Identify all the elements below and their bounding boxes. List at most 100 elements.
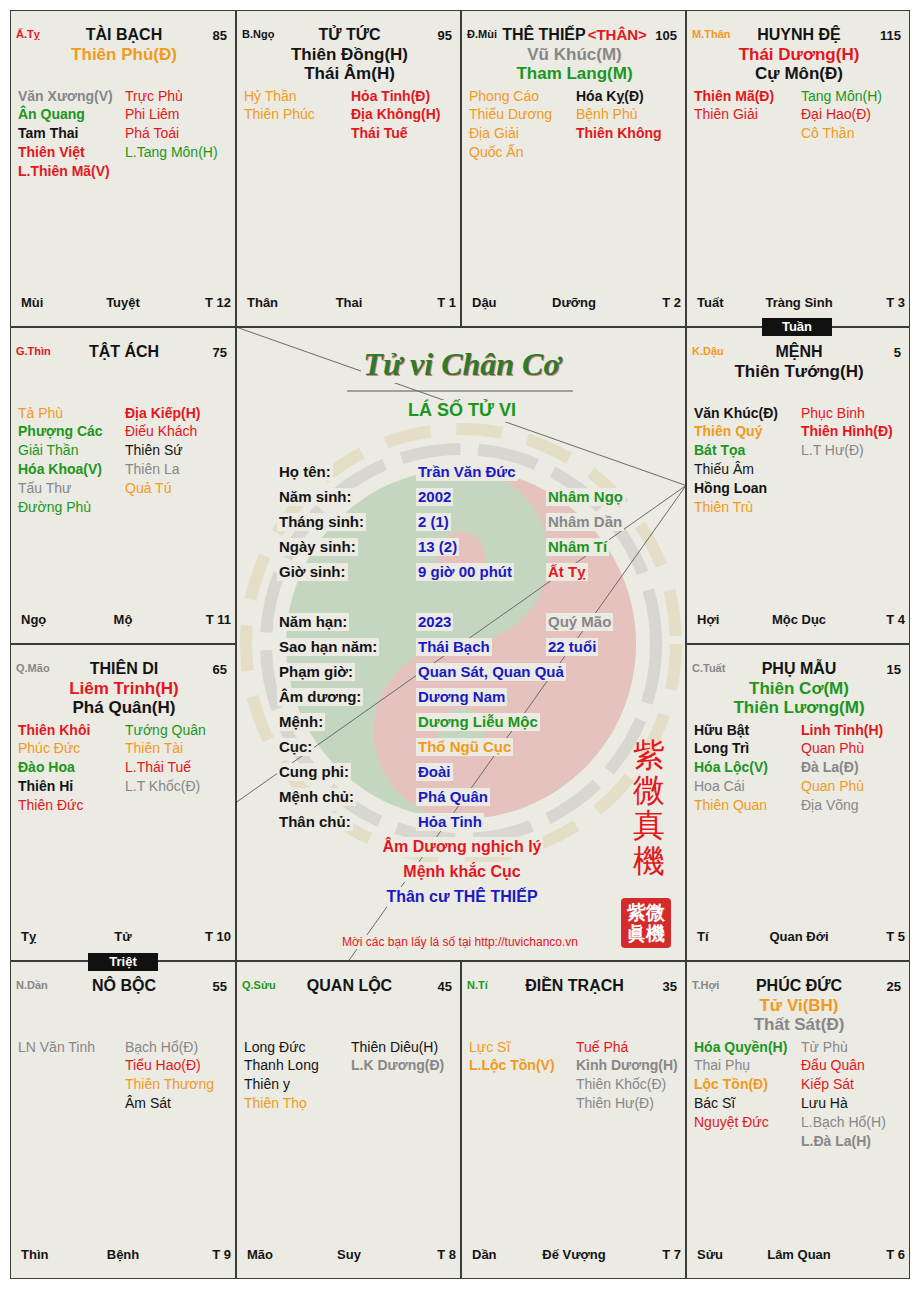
branch-label: Thân [247, 295, 278, 311]
info-value: Quý Mão [546, 613, 613, 631]
minor-star: Hóa Khoa(V) [18, 461, 102, 478]
stem-branch: Q.Mão [16, 662, 50, 675]
major-star: Tử Vi(BH) [759, 996, 838, 1016]
seal-stamp: 紫微眞機 [621, 898, 671, 948]
minor-star: Hữu Bật [694, 722, 749, 739]
age-number: 95 [438, 28, 452, 44]
branch-label: Dần [472, 1247, 497, 1263]
info-label: Thân chủ: [277, 813, 353, 831]
minor-star: Thiên Việt [18, 144, 85, 161]
info-value: 9 giờ 00 phút [416, 563, 514, 581]
major-star: Liêm Trinh(H) [69, 679, 179, 699]
info-value: Hỏa Tinh [416, 813, 484, 831]
minor-star: L.Thái Tuế [125, 759, 191, 776]
minor-star: Thiên Giải [694, 106, 758, 123]
age-label: T 1 [437, 295, 456, 311]
life-stage: Đế Vượng [542, 1247, 605, 1263]
minor-star: Thiên Sứ [125, 442, 183, 459]
trine-line [236, 327, 686, 486]
minor-star: Đường Phù [18, 499, 91, 516]
branch-label: Tuất [697, 295, 723, 311]
stem-branch: T.Hợi [692, 979, 719, 992]
major-star: Thiên Đồng(H) [291, 45, 408, 65]
chart-center: Tử vi Chân CơLÁ SỐ TỬ VIHọ tên:Trần Văn … [236, 327, 686, 961]
chart-title: Tử vi Chân Cơ [361, 345, 562, 383]
info-value: Quan Sát, Quan Quả [416, 663, 566, 681]
info-label: Tháng sinh: [277, 513, 366, 531]
info-value: 2 (1) [416, 513, 451, 531]
minor-star: Tấu Thư [18, 480, 71, 497]
palace-name: NÔ BỘC [92, 976, 156, 995]
palace-cell: G.ThìnTẬT ÁCH75Tả PhùPhượng CácGiải Thần… [10, 327, 236, 644]
minor-star: Quan Phù [801, 740, 864, 757]
major-star: Cự Môn(Đ) [755, 64, 843, 84]
info-label: Ngày sinh: [277, 538, 358, 556]
palace-cell: M.ThânHUYNH ĐỆ115Thái Dương(H)Cự Môn(Đ)T… [686, 10, 910, 327]
minor-star: Thiên Thương [125, 1076, 214, 1093]
minor-star: Địa Kiếp(H) [125, 405, 200, 422]
minor-star: Hồng Loan [694, 480, 767, 497]
life-stage: Suy [337, 1247, 361, 1263]
palace-name: MỆNH [775, 342, 822, 361]
major-star: Thiên Cơ(M) [749, 679, 849, 699]
age-number: 55 [213, 979, 227, 995]
info-label: Năm hạn: [277, 613, 349, 631]
age-number: 75 [213, 345, 227, 361]
minor-star: L.T Hư(Đ) [801, 442, 864, 459]
palace-cell: Q.MãoTHIÊN DI65Liêm Trinh(H)Phá Quân(H)T… [10, 644, 236, 961]
minor-star: Tả Phù [18, 405, 63, 422]
palace-cell: T.HợiPHÚC ĐỨC25Tử Vi(BH)Thất Sát(Đ)Hóa Q… [686, 961, 910, 1279]
info-label: Năm sinh: [277, 488, 354, 506]
age-number: 115 [880, 28, 901, 44]
life-stage: Dưỡng [552, 295, 596, 311]
info-note: Mệnh khắc Cục [401, 862, 522, 881]
minor-star: Tử Phù [801, 1039, 848, 1056]
minor-star: Thiên Khốc(Đ) [576, 1076, 666, 1093]
minor-star: Thiên Hình(Đ) [801, 423, 893, 440]
minor-star: Kình Dương(H) [576, 1057, 678, 1074]
branch-label: Dậu [472, 295, 497, 311]
info-label: Cung phi: [277, 763, 351, 781]
branch-label: Tỵ [21, 929, 36, 945]
major-star: Vũ Khúc(M) [527, 45, 621, 65]
minor-star: L.Lộc Tồn(V) [469, 1057, 555, 1074]
minor-star: Thiên Hư(Đ) [576, 1095, 654, 1112]
age-label: T 2 [662, 295, 681, 311]
life-stage: Mộ [114, 612, 133, 628]
branch-label: Hợi [697, 612, 719, 628]
minor-star: Văn Xương(V) [18, 88, 113, 105]
age-label: T 3 [886, 295, 905, 311]
minor-star: Hỏa Tinh(Đ) [351, 88, 430, 105]
info-label: Sao hạn năm: [277, 638, 379, 656]
minor-star: Địa Võng [801, 797, 859, 814]
stem-branch: C.Tuất [692, 662, 725, 675]
minor-star: Thiên Khôi [18, 722, 90, 739]
void-badge: Triệt [88, 953, 158, 971]
palace-name: TÀI BẠCH [86, 25, 162, 44]
minor-star: Kiếp Sát [801, 1076, 854, 1093]
age-label: T 8 [437, 1247, 456, 1263]
age-number: 85 [213, 28, 227, 44]
palace-name: PHÚC ĐỨC [756, 976, 842, 995]
minor-star: Trực Phù [125, 88, 183, 105]
info-value: Nhâm Dần [546, 513, 624, 531]
minor-star: Quả Tú [125, 480, 171, 497]
trine-line [236, 486, 686, 803]
palace-cell: Q.SửuQUAN LỘC45Long ĐứcThanh LongThiên y… [236, 961, 461, 1279]
age-number: 105 [655, 28, 677, 44]
palace-name: ĐIỀN TRẠCH [525, 976, 624, 995]
chart-heading: LÁ SỐ TỬ VI [406, 400, 518, 422]
info-value: Thổ Ngũ Cục [416, 738, 513, 756]
life-stage: Lâm Quan [767, 1247, 831, 1263]
life-stage: Quan Đới [769, 929, 828, 945]
age-label: T 10 [205, 929, 231, 945]
minor-star: Thiếu Âm [694, 461, 754, 478]
minor-star: Tiểu Hao(Đ) [125, 1057, 201, 1074]
major-star: Phá Quân(H) [73, 698, 176, 718]
minor-star: Lộc Tồn(Đ) [694, 1076, 768, 1093]
info-value: Phá Quân [416, 788, 490, 806]
minor-star: Bệnh Phù [576, 106, 638, 123]
minor-star: L.Bạch Hổ(H) [801, 1114, 886, 1131]
minor-star: Thiên Tài [125, 740, 183, 757]
